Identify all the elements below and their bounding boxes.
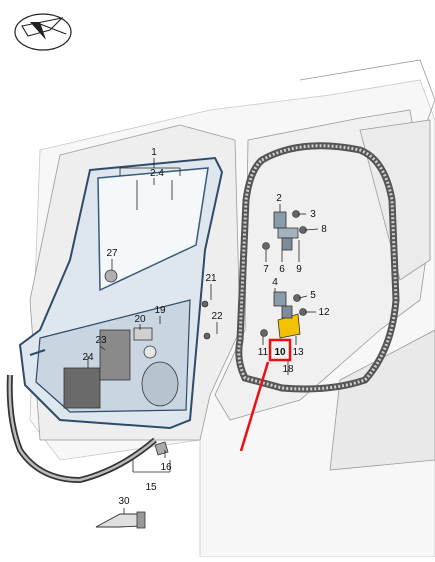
callout-6: 6: [279, 264, 285, 275]
callout-labels: 1 2.4 2 3 8 7 6 9 4 5 12 11 10 13 18 27 …: [82, 147, 330, 507]
callout-21: 21: [205, 273, 217, 284]
plug-27: [104, 269, 118, 283]
damping-pad-23: [99, 329, 131, 381]
callout-8: 8: [321, 224, 327, 235]
hinge-screws: [201, 210, 307, 340]
callout-13: 13: [292, 347, 304, 358]
highlight-box: [268, 338, 292, 362]
callout-24: 24: [82, 352, 94, 363]
door-seal-strip: [6, 374, 157, 484]
damping-pad-24: [63, 367, 101, 409]
callout-11: 11: [258, 347, 269, 358]
callout-23: 23: [95, 335, 107, 346]
callout-27: 27: [106, 248, 118, 259]
callout-5: 5: [310, 290, 316, 301]
callout-30: 30: [118, 496, 130, 507]
upper-hinge: [273, 211, 299, 251]
callout-22: 22: [211, 311, 223, 322]
callout-2-4: 2.4: [150, 168, 164, 179]
callout-4: 4: [272, 277, 278, 288]
callout-19: 19: [154, 305, 166, 316]
callout-leaders: [87, 158, 319, 514]
callout-7: 7: [263, 264, 269, 275]
callout-2: 2: [276, 193, 282, 204]
orientation-icon: [14, 13, 72, 51]
callout-1: 1: [151, 147, 157, 158]
callout-15: 15: [145, 482, 157, 493]
door-internals: [63, 269, 179, 409]
highlight-arrow: [239, 361, 270, 452]
door-seal: [235, 142, 400, 393]
callout-16: 16: [160, 462, 172, 473]
callout-3: 3: [310, 209, 316, 220]
adhesive-tube-30: [95, 511, 146, 529]
lower-hinge: [273, 291, 301, 339]
callout-12: 12: [318, 307, 330, 318]
callout-9: 9: [296, 264, 302, 275]
callout-10: 10: [274, 347, 286, 358]
callout-18: 18: [282, 364, 294, 375]
callout-20: 20: [134, 314, 146, 325]
